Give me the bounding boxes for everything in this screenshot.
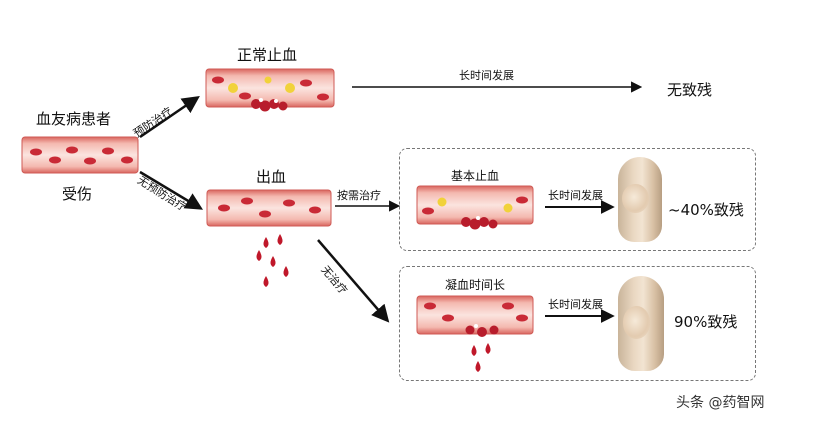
on-demand-box: [399, 148, 756, 251]
label-clot-long: 凝血时间长: [445, 278, 506, 292]
label-no-disability: 无致残: [667, 81, 713, 99]
vessel-clot-long: [416, 295, 534, 372]
vessel-patient: [21, 136, 139, 174]
arrow-no-prophylaxis: [139, 170, 204, 210]
knee-image-40: [618, 157, 662, 242]
label-long-term-3: 长时间发展: [548, 298, 603, 311]
label-normal-stop: 正常止血: [237, 46, 298, 64]
no-treatment-box: [399, 266, 756, 381]
vessel-bleeding: [206, 189, 332, 287]
label-bleeding: 出血: [256, 168, 287, 186]
label-long-term-2: 长时间发展: [548, 189, 603, 202]
label-patient: 血友病患者: [36, 110, 112, 128]
label-pct-90: 90%致残: [674, 313, 738, 331]
label-on-demand: 按需治疗: [337, 189, 381, 202]
arrow-prophylaxis: [139, 96, 200, 139]
watermark: 头条 @药智网: [676, 395, 765, 411]
vessel-basic-stop: [416, 185, 534, 230]
vessel-normal-stop: [205, 68, 335, 112]
knee-image-90: [618, 276, 664, 371]
arrow-no-treatment: [317, 239, 390, 323]
label-pct-40: ~40%致残: [668, 201, 744, 219]
label-basic-stop: 基本止血: [451, 169, 500, 183]
label-injury: 受伤: [62, 185, 93, 203]
label-long-term-1: 长时间发展: [459, 69, 514, 82]
